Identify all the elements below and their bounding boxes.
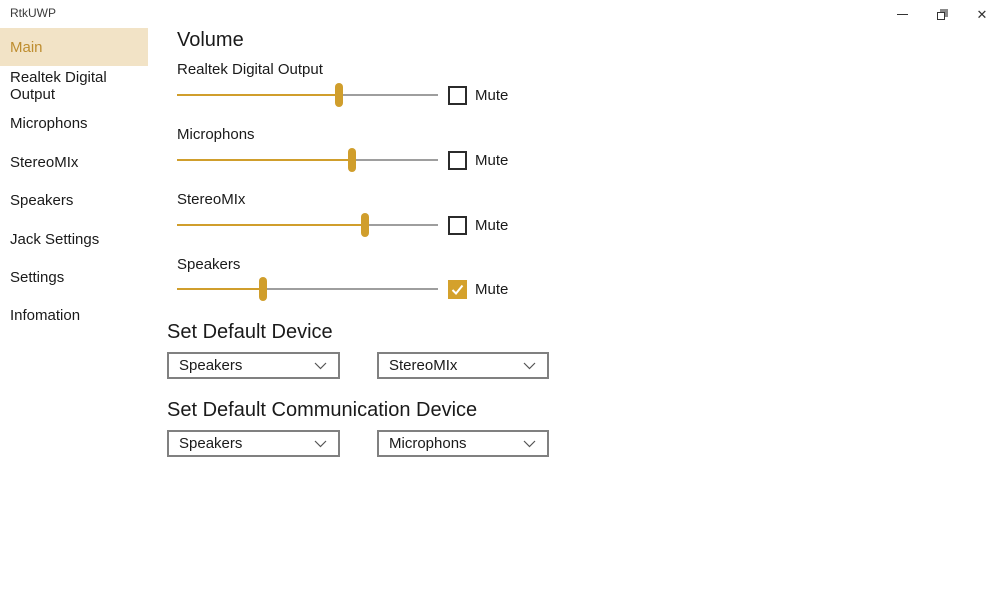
sidebar-item-infomation[interactable]: Infomation — [10, 307, 81, 325]
sidebar-item-realtek-digital-output[interactable]: Realtek Digital Output — [10, 68, 107, 103]
slider-label-microphons: Microphons — [177, 126, 255, 143]
slider-row: Mute — [177, 213, 508, 237]
mute-checkbox-stereomix[interactable] — [448, 215, 467, 235]
dropdown-value: Speakers — [179, 357, 243, 374]
sidebar-item-speakers[interactable]: Speakers — [10, 192, 74, 210]
mute-label: Mute — [475, 151, 509, 169]
window-controls: ✕ — [882, 0, 1002, 28]
slider-fill — [177, 224, 365, 226]
chevron-down-icon — [523, 440, 536, 447]
slider-fill — [177, 288, 264, 290]
slider-label-stereomix: StereoMIx — [177, 191, 246, 208]
mute-checkbox-microphons[interactable] — [448, 150, 467, 170]
slider-row: Mute — [177, 83, 508, 107]
close-icon: ✕ — [976, 6, 988, 22]
chevron-down-icon — [314, 362, 327, 369]
slider-label-realtek-digital-output: Realtek Digital Output — [177, 61, 323, 78]
chevron-down-icon — [523, 362, 536, 369]
slider-handle[interactable] — [360, 213, 369, 237]
dropdown-value: Microphons — [389, 435, 467, 452]
app-title: RtkUWP — [10, 6, 56, 20]
slider-fill — [177, 94, 339, 96]
slider-handle[interactable] — [334, 83, 343, 107]
sidebar: Main Realtek Digital Output Microphons S… — [0, 28, 148, 335]
mute-label: Mute — [475, 280, 509, 298]
default-communication-recording-dropdown[interactable]: Microphons — [377, 430, 549, 457]
minimize-button[interactable] — [882, 0, 922, 28]
slider-handle[interactable] — [259, 277, 268, 301]
title-bar: RtkUWP ✕ — [0, 0, 1002, 28]
dropdown-value: StereoMIx — [389, 357, 458, 374]
restore-icon — [936, 8, 948, 20]
mute-checkbox-speakers[interactable] — [448, 279, 467, 299]
default-communication-playback-dropdown[interactable]: Speakers — [167, 430, 340, 457]
volume-heading: Volume — [177, 29, 244, 51]
sidebar-item-main[interactable]: Main — [0, 28, 148, 67]
dropdown-value: Speakers — [179, 435, 243, 452]
minimize-icon — [896, 13, 908, 15]
sidebar-item-jack-settings[interactable]: Jack Settings — [10, 230, 100, 248]
volume-slider-realtek-digital-output[interactable] — [177, 83, 438, 107]
mute-label: Mute — [475, 86, 509, 104]
mute-checkbox-realtek-digital-output[interactable] — [448, 85, 467, 105]
close-button[interactable]: ✕ — [962, 0, 1002, 28]
slider-label-speakers: Speakers — [177, 256, 241, 273]
set-default-communication-device-heading: Set Default Communication Device — [167, 399, 478, 421]
mute-label: Mute — [475, 216, 509, 234]
volume-slider-speakers[interactable] — [177, 277, 438, 301]
slider-handle[interactable] — [347, 148, 356, 172]
volume-slider-stereomix[interactable] — [177, 213, 438, 237]
slider-row: Mute — [177, 277, 508, 301]
default-device-playback-dropdown[interactable]: Speakers — [167, 352, 340, 379]
slider-track — [177, 288, 438, 290]
check-icon — [451, 284, 464, 295]
sidebar-item-microphons[interactable]: Microphons — [10, 115, 88, 133]
volume-slider-microphons[interactable] — [177, 148, 438, 172]
slider-fill — [177, 159, 352, 161]
default-device-recording-dropdown[interactable]: StereoMIx — [377, 352, 549, 379]
sidebar-item-stereomix[interactable]: StereoMIx — [10, 153, 79, 171]
slider-row: Mute — [177, 148, 508, 172]
sidebar-item-settings[interactable]: Settings — [10, 269, 65, 287]
chevron-down-icon — [314, 440, 327, 447]
restore-button[interactable] — [922, 0, 962, 28]
set-default-device-heading: Set Default Device — [167, 321, 333, 343]
